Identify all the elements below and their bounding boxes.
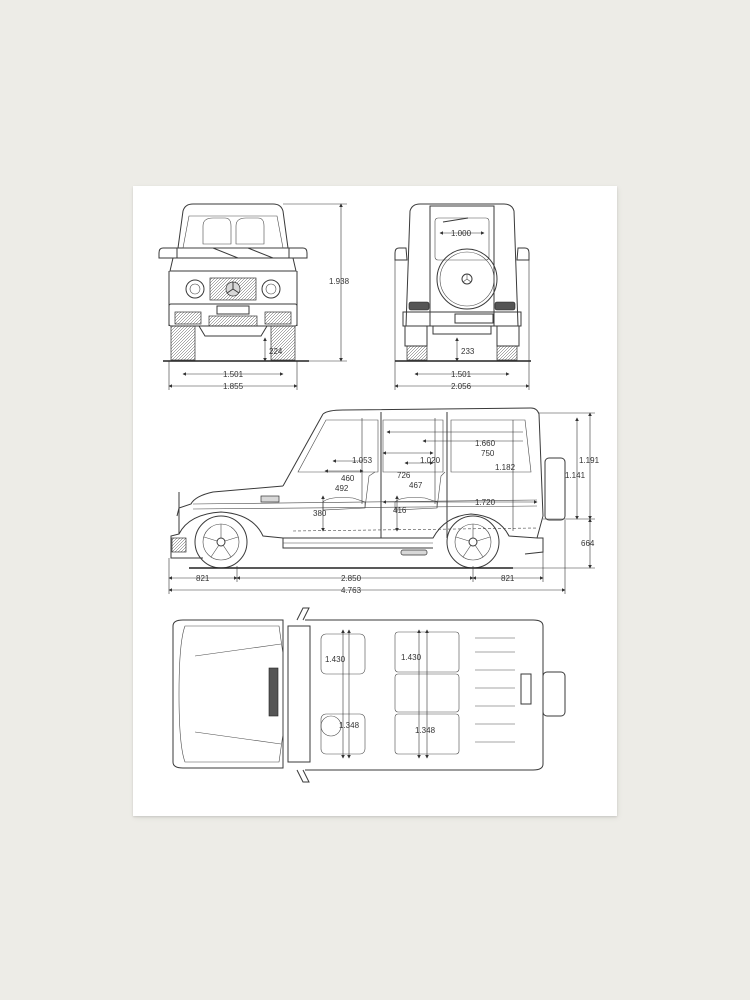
side-view: [168, 407, 595, 594]
front-legroom-b-label: 492: [335, 484, 349, 493]
load-height-label: 664: [581, 539, 595, 548]
rear-legroom-b-label: 467: [409, 481, 423, 490]
cargo-length-window-label: 750: [481, 449, 495, 458]
front-hip-width-label: 1.348: [339, 721, 360, 730]
rear-track-label: 1.501: [451, 370, 472, 379]
rear-clearance-label: 233: [461, 347, 475, 356]
front-legroom-a-label: 460: [341, 474, 355, 483]
front-height-label: 1.938: [329, 277, 350, 286]
front-overhang-label: 821: [196, 574, 210, 583]
front-seat-height-label: 380: [313, 509, 327, 518]
rear-shoulder-width-label: 1.430: [401, 653, 422, 662]
cargo-height-label: 1.182: [495, 463, 516, 472]
rear-width-label: 2.056: [451, 382, 472, 391]
rear-headroom-label: 1.020: [420, 456, 441, 465]
rear-seat-height-label: 416: [393, 506, 407, 515]
interior-height-label: 1.141: [565, 471, 586, 480]
roof-to-floor-label: 1.191: [579, 456, 600, 465]
rear-legroom-a-label: 726: [397, 471, 411, 480]
rear-overhang-label: 821: [501, 574, 515, 583]
front-track-label: 1.501: [223, 370, 244, 379]
wheelbase-label: 2.850: [341, 574, 362, 583]
blueprint-print: 1.938 224 1.501 1.855 1.000 233 1.501 2.…: [133, 186, 617, 816]
front-headroom-label: 1.053: [352, 456, 373, 465]
rear-view: [394, 203, 531, 390]
cargo-length-floor-label: 1.720: [475, 498, 496, 507]
cargo-length-upper-label: 1.660: [475, 439, 496, 448]
front-clearance-label: 224: [269, 347, 283, 356]
rear-hip-width-label: 1.348: [415, 726, 436, 735]
rear-window-label: 1.000: [451, 229, 472, 238]
dimension-labels: 1.938 224 1.501 1.855 1.000 233 1.501 2.…: [196, 229, 600, 735]
front-shoulder-width-label: 1.430: [325, 655, 346, 664]
front-view: [158, 203, 347, 390]
top-view: [172, 607, 566, 783]
overall-length-label: 4.763: [341, 586, 362, 595]
blueprint-drawing: 1.938 224 1.501 1.855 1.000 233 1.501 2.…: [158, 203, 600, 783]
front-width-label: 1.855: [223, 382, 244, 391]
